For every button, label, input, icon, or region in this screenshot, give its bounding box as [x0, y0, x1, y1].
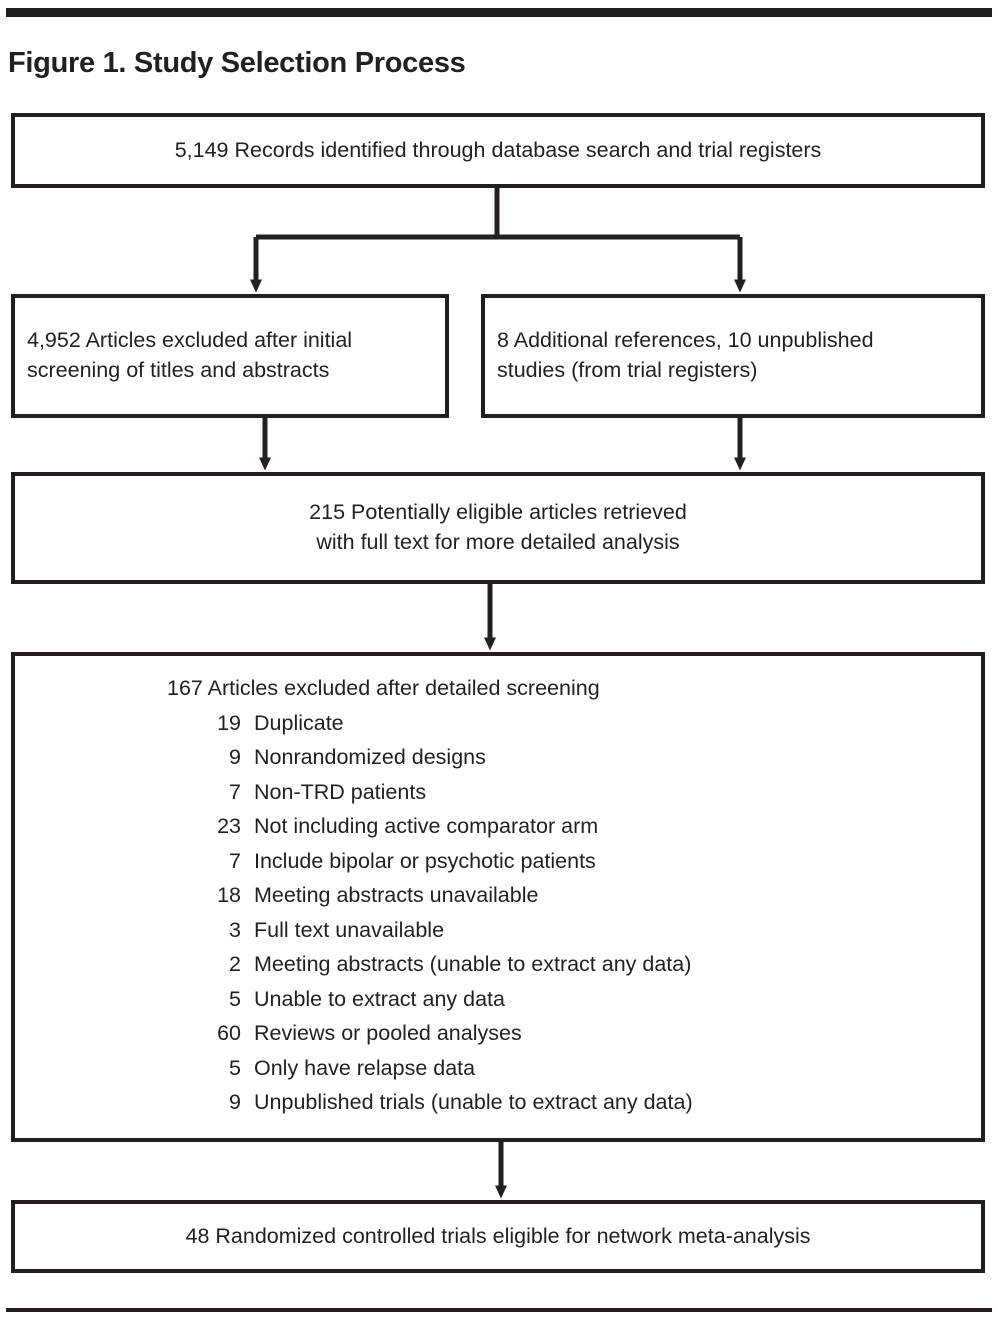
- exclusion-reason-item: 5 Only have relapse data: [199, 1055, 693, 1080]
- exclusion-reason-item: 18 Meeting abstracts unavailable: [199, 883, 693, 907]
- exclusion-reason-count: 5: [229, 986, 241, 1011]
- exclusion-reason-label: Not including active comparator arm: [254, 814, 599, 838]
- node-additional-references-text: 8 Additional references, 10 unpublished …: [485, 326, 886, 385]
- figure-title: Figure 1. Study Selection Process: [8, 47, 466, 80]
- exclusion-reason-count: 60: [217, 1021, 241, 1045]
- detailed-exclusions-content: 167 Articles excluded after detailed scr…: [167, 676, 693, 1127]
- detailed-exclusions-header: 167 Articles excluded after detailed scr…: [167, 676, 600, 700]
- exclusion-reason-count: 9: [229, 745, 241, 769]
- exclusion-reason-item: 2 Meeting abstracts (unable to extract an…: [199, 952, 693, 976]
- node-potentially-eligible: 215 Potentially eligible articles retrie…: [11, 472, 985, 584]
- exclusion-reason-count: 2: [229, 952, 241, 976]
- exclusion-reason-label: Meeting abstracts (unable to extract any…: [254, 952, 692, 976]
- node-excluded-initial-line1: 4,952 Articles excluded after initial: [27, 328, 353, 353]
- exclusion-reason-count: 19: [217, 710, 241, 735]
- node-potentially-eligible-line1: 215 Potentially eligible articles retrie…: [309, 500, 687, 525]
- exclusion-reason-label: Duplicate: [254, 710, 344, 735]
- exclusion-reason-item: 5 Unable to extract any data: [199, 986, 693, 1011]
- node-records-identified: 5,149 Records identified through databas…: [11, 113, 985, 188]
- detailed-exclusions-list: 19 Duplicate 9 Nonrandomized designs 7 Non-…: [167, 710, 693, 1114]
- exclusion-reason-label: Reviews or pooled analyses: [254, 1021, 522, 1045]
- exclusion-reason-item: 7 Non-TRD patients: [199, 779, 693, 804]
- exclusion-reason-label: Nonrandomized designs: [254, 745, 486, 769]
- exclusion-reason-label: Only have relapse data: [254, 1055, 476, 1080]
- node-additional-references-line1: 8 Additional references, 10 unpublished: [497, 328, 874, 353]
- node-potentially-eligible-text: 215 Potentially eligible articles retrie…: [295, 498, 701, 557]
- exclusion-reason-label: Unpublished trials (unable to extract an…: [254, 1090, 693, 1114]
- exclusion-reason-count: 5: [229, 1055, 241, 1080]
- exclusion-reason-count: 3: [229, 917, 241, 942]
- node-excluded-initial: 4,952 Articles excluded after initial sc…: [11, 294, 449, 418]
- exclusion-reason-item: 3 Full text unavailable: [199, 917, 693, 942]
- exclusion-reason-label: Include bipolar or psychotic patients: [254, 848, 596, 873]
- exclusion-reason-item: 60 Reviews or pooled analyses: [199, 1021, 693, 1045]
- node-final-included-trials-label: 48 Randomized controlled trials eligible…: [185, 1223, 811, 1248]
- exclusion-reason-count: 7: [229, 848, 241, 873]
- exclusion-reason-count: 9: [229, 1090, 241, 1114]
- bottom-rule: [6, 1308, 992, 1312]
- exclusion-reason-item: 19 Duplicate: [199, 710, 693, 735]
- exclusion-reason-count: 18: [217, 883, 241, 907]
- exclusion-reason-count: 23: [217, 814, 241, 838]
- node-detailed-exclusions: 167 Articles excluded after detailed scr…: [11, 652, 985, 1142]
- node-excluded-initial-text: 4,952 Articles excluded after initial sc…: [15, 326, 364, 385]
- exclusion-reason-label: Unable to extract any data: [254, 986, 505, 1011]
- exclusion-reason-label: Full text unavailable: [254, 917, 445, 942]
- node-records-identified-label: 5,149 Records identified through databas…: [174, 137, 822, 162]
- top-rule: [6, 8, 992, 17]
- exclusion-reason-item: 9 Nonrandomized designs: [199, 745, 693, 769]
- node-potentially-eligible-line2: with full text for more detailed analysi…: [316, 530, 680, 554]
- exclusion-reason-label: Non-TRD patients: [254, 779, 427, 804]
- exclusion-reason-item: 7 Include bipolar or psychotic patients: [199, 848, 693, 873]
- exclusion-reason-item: 9 Unpublished trials (unable to extract a…: [199, 1090, 693, 1114]
- node-additional-references-line2: studies (from trial registers): [497, 358, 758, 382]
- exclusion-reason-count: 7: [229, 779, 241, 804]
- exclusion-reason-label: Meeting abstracts unavailable: [254, 883, 539, 907]
- node-excluded-initial-line2: screening of titles and abstracts: [27, 358, 330, 382]
- node-final-included-trials: 48 Randomized controlled trials eligible…: [11, 1200, 985, 1273]
- exclusion-reason-item: 23 Not including active comparator arm: [199, 814, 693, 838]
- node-additional-references: 8 Additional references, 10 unpublished …: [481, 294, 985, 418]
